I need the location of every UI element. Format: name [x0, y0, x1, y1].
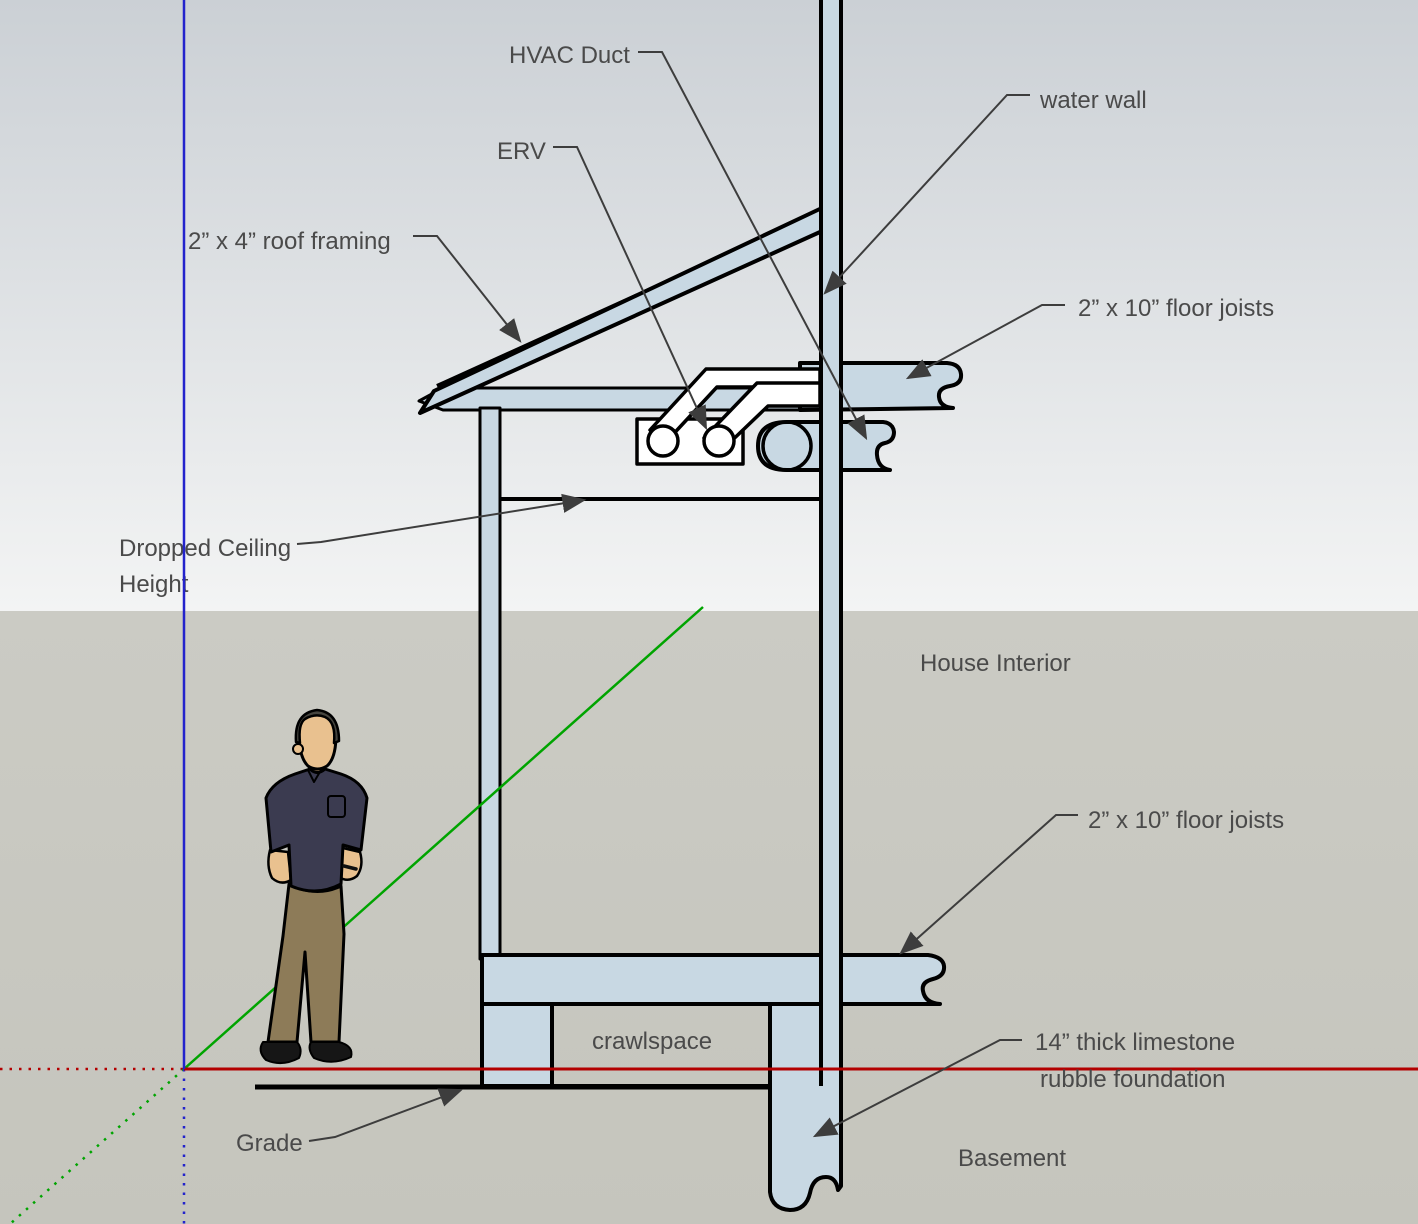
label-basement: Basement [958, 1145, 1066, 1172]
label-hvac-duct: HVAC Duct [509, 42, 630, 69]
label-erv: ERV [497, 138, 546, 165]
label-house-interior: House Interior [920, 650, 1071, 677]
hvac-duct-endcap [761, 420, 813, 472]
green-axis-dotted [9, 1068, 185, 1224]
figure-left-shoe [259, 1041, 302, 1064]
callout-labels: HVAC Duct ERV 2” x 4” roof framing water… [119, 42, 1284, 1172]
figure-hair [294, 708, 341, 745]
label-foundation-line1: 14” thick limestone [1035, 1029, 1235, 1056]
leader-dropped-ceiling [296, 493, 587, 545]
label-floor-joists-upper: 2” x 10” floor joists [1078, 295, 1274, 322]
sky-background [0, 0, 1418, 611]
green-axis [183, 606, 704, 1070]
water-wall-fill [822, 0, 840, 1086]
figure-watch [342, 864, 358, 871]
label-water-wall: water wall [1039, 87, 1147, 114]
label-roof-framing: 2” x 4” roof framing [188, 228, 391, 255]
leader-floor-joists-upper [905, 304, 1065, 380]
leader-hvac-duct [638, 51, 868, 441]
callout-leaders [296, 51, 1078, 1142]
scale-figure [259, 708, 369, 1064]
figure-collar [307, 769, 322, 783]
leader-grade [308, 1088, 464, 1142]
leader-water-wall [823, 94, 1030, 295]
label-foundation-line2: rubble foundation [1040, 1066, 1225, 1093]
figure-left-arm [267, 848, 293, 884]
leader-erv [553, 146, 708, 431]
erv-port-right [702, 424, 736, 458]
figure-right-shoe [308, 1041, 353, 1063]
label-dropped-ceiling-line2: Height [119, 571, 189, 598]
floor-joist-lower [480, 953, 947, 1006]
figure-ear [292, 743, 304, 755]
label-dropped-ceiling-line1: Dropped Ceiling [119, 535, 291, 562]
house-structure [255, 0, 964, 1212]
figure-chest-pocket [327, 795, 346, 818]
leader-foundation [812, 1039, 1022, 1138]
erv-port-left [646, 424, 680, 458]
figure-shirt [264, 767, 369, 893]
label-grade: Grade [236, 1130, 303, 1157]
label-floor-joists-lower: 2” x 10” floor joists [1088, 807, 1284, 834]
label-crawlspace: crawlspace [592, 1028, 712, 1055]
left-foundation [480, 1002, 554, 1088]
leader-floor-joists-lower [899, 814, 1078, 955]
ground-background [0, 611, 1418, 1224]
leader-roof-framing [413, 235, 522, 343]
left-wall [478, 406, 502, 961]
